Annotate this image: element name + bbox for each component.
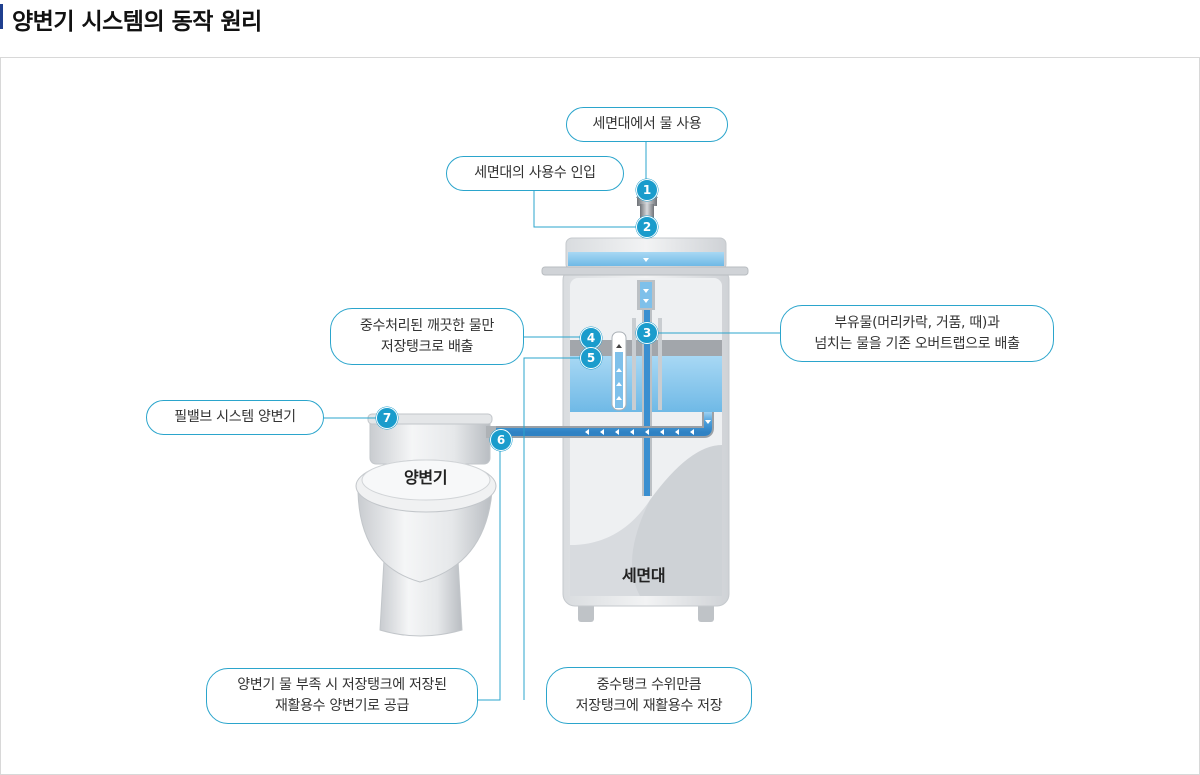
callout-toilet-supply-line1: 양변기 물 부족 시 저장탱크에 저장된 xyxy=(237,677,447,693)
sink-label: 세면대 xyxy=(622,566,666,585)
callout-overflow: 부유물(머리카락, 거품, 때)과 넘치는 물을 기존 오버트랩으로 배출 xyxy=(780,305,1054,362)
callout-sink-use: 세면대에서 물 사용 xyxy=(566,107,728,142)
toilet-pedestal xyxy=(379,559,463,637)
callout-treated-line1: 중수처리된 깨끗한 물만 xyxy=(359,317,495,334)
toilet-lid xyxy=(361,459,491,501)
leader-lines xyxy=(324,142,780,701)
badge-2: 2 xyxy=(636,216,658,238)
supply-pipe xyxy=(492,412,712,436)
page-header: 양변기 시스템의 동작 원리 xyxy=(0,0,1200,40)
supply-flow-arrows xyxy=(585,420,711,435)
sink-unit xyxy=(492,237,749,622)
badge-3: 3 xyxy=(636,322,658,344)
callout-fill-valve-text: 필밸브 시스템 양변기 xyxy=(174,409,296,425)
toilet xyxy=(355,413,497,637)
filter-arrow-top xyxy=(616,344,622,348)
callout-overflow-line2: 넘치는 물을 기존 오버트랩으로 배출 xyxy=(814,335,1020,352)
badge-7: 7 xyxy=(376,407,398,429)
drain-pipe-water xyxy=(640,282,652,308)
drain-arrow-1 xyxy=(643,289,649,293)
toilet-tank-lid xyxy=(367,413,493,425)
badge-5: 5 xyxy=(580,347,602,369)
filter-arrow-1 xyxy=(616,368,622,372)
badge-1: 1 xyxy=(636,179,658,201)
callout-inflow: 세면대의 사용수 인입 xyxy=(446,156,624,191)
callout-tank-storage-line2: 저장탱크에 재활용수 저장 xyxy=(575,697,723,714)
callout-treated-line2: 저장탱크로 배출 xyxy=(380,338,474,355)
title-accent-bar xyxy=(0,4,3,29)
callout-toilet-supply-line2: 재활용수 양변기로 공급 xyxy=(274,698,410,714)
filter-arrow-3 xyxy=(616,396,622,400)
badge-4: 4 xyxy=(580,327,602,349)
badge-6: 6 xyxy=(490,429,512,451)
callout-inflow-text: 세면대의 사용수 인입 xyxy=(474,165,596,181)
callout-sink-use-text: 세면대에서 물 사용 xyxy=(592,116,702,132)
callout-tank-storage-line1: 중수탱크 수위만큼 xyxy=(596,676,702,693)
leader-inflow xyxy=(533,190,640,228)
toilet-label: 양변기 xyxy=(404,468,448,487)
overflow-guide-right xyxy=(658,318,662,410)
page-title: 양변기 시스템의 동작 원리 xyxy=(12,9,262,35)
sink-counter xyxy=(541,266,749,276)
toilet-inlet xyxy=(486,426,496,438)
filter-water xyxy=(615,352,623,408)
callout-overflow-line1: 부유물(머리카락, 거품, 때)과 xyxy=(834,314,1000,331)
callout-tank-storage: 중수탱크 수위만큼 저장탱크에 재활용수 저장 xyxy=(546,667,752,724)
overflow-pipe-water xyxy=(644,310,650,496)
overflow-guide-left xyxy=(632,318,636,410)
basin-flow-arrow xyxy=(643,258,649,262)
callout-fill-valve: 필밸브 시스템 양변기 xyxy=(146,400,324,435)
callout-toilet-supply: 양변기 물 부족 시 저장탱크에 저장된 재활용수 양변기로 공급 xyxy=(206,668,478,724)
filter-arrow-2 xyxy=(616,382,622,386)
callout-treated-discharge: 중수처리된 깨끗한 물만 저장탱크로 배출 xyxy=(330,308,524,365)
toilet-bowl xyxy=(357,491,493,583)
sink-lower-shadow xyxy=(632,445,722,596)
leader-tank-storage xyxy=(523,357,592,700)
leader-toilet-supply xyxy=(478,440,501,701)
drain-arrow-2 xyxy=(643,299,649,303)
